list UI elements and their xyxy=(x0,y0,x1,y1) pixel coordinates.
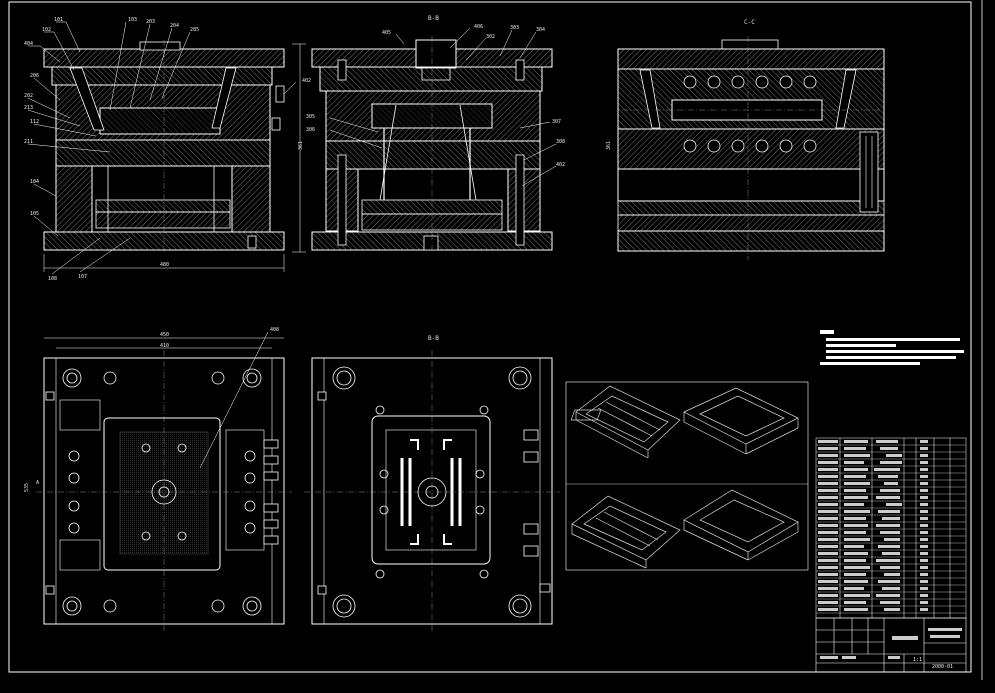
callout-leader-bottom xyxy=(199,331,269,469)
section-title-middle-top: B-B xyxy=(428,15,439,22)
callout-label: 213 xyxy=(24,105,33,111)
callout-label: 112 xyxy=(30,119,39,125)
drawing-frame xyxy=(8,1,972,673)
title-block xyxy=(815,617,967,673)
callout-label: 204 xyxy=(170,23,179,29)
plan-view-middle: B-B xyxy=(304,335,560,632)
section-view-right: C-C xyxy=(617,19,885,260)
parts-list-text xyxy=(818,440,928,611)
callout-labels-left: 101 102 103 203 204 205 404 206 402 202 … xyxy=(24,17,311,282)
callout-label: 211 xyxy=(24,139,33,145)
callout-label: 108 xyxy=(48,276,57,282)
callout-label: 405 xyxy=(382,30,391,36)
callout-label: 302 xyxy=(486,34,495,40)
iso-part-1 xyxy=(575,385,681,459)
callout-label: 103 xyxy=(128,17,137,23)
plan-view-left: 450 410 535 A xyxy=(24,332,292,632)
iso-part-4 xyxy=(683,489,799,561)
dim-top-width: 480 xyxy=(160,262,169,268)
technical-notes xyxy=(820,330,964,365)
section-view-middle: B-B xyxy=(311,15,553,252)
dim-top-right-height: 361 xyxy=(606,141,612,150)
plan-middle-fittings xyxy=(317,391,551,595)
callout-labels-middle: 405 406 302 303 304 305 306 307 308 402 xyxy=(306,24,565,168)
title-block-scale: 1:1 xyxy=(913,657,922,663)
plan-middle-bolts xyxy=(332,366,532,618)
callout-label: 102 xyxy=(42,27,51,33)
section-title-right-top: C-C xyxy=(744,19,755,26)
callout-label: 205 xyxy=(190,27,199,33)
callout-label: 303 xyxy=(510,25,519,31)
cooling-channels-top xyxy=(683,75,817,153)
dimension-lines-left xyxy=(43,43,306,272)
title-block-text xyxy=(820,628,962,659)
callout-label: 305 xyxy=(306,114,315,120)
callout-label: 404 xyxy=(24,41,33,47)
title-block-drawing-code: 2000-01 xyxy=(932,664,953,670)
dim-top-height: 361 xyxy=(298,141,304,150)
callout-label: 202 xyxy=(24,93,33,99)
callout-label: 306 xyxy=(306,127,315,133)
isometric-panel xyxy=(565,381,809,571)
callout-label: 408 xyxy=(270,327,279,333)
dim-plan-width-inner: 410 xyxy=(160,343,169,349)
section-title-middle-bottom: B-B xyxy=(428,335,439,342)
callout-label: 105 xyxy=(30,211,39,217)
callout-label: 402 xyxy=(556,162,565,168)
iso-part-2 xyxy=(570,387,799,455)
callout-label: 104 xyxy=(30,179,39,185)
callout-label: 101 xyxy=(54,17,63,23)
section-mark-a: A xyxy=(36,480,39,486)
callout-label: 308 xyxy=(556,139,565,145)
callout-label: 206 xyxy=(30,73,39,79)
section-view-left xyxy=(43,40,285,252)
parts-list-table xyxy=(815,437,967,619)
plan-left-water-fittings xyxy=(45,391,279,595)
callout-label: 402 xyxy=(302,78,311,84)
parts-list-rows xyxy=(816,444,966,614)
callout-label: 304 xyxy=(536,27,545,33)
callout-leaders-left xyxy=(27,21,297,275)
callout-label: 406 xyxy=(474,24,483,30)
callout-leaders-middle xyxy=(329,27,557,187)
plan-left-bolts xyxy=(62,368,262,616)
iso-part-3 xyxy=(571,495,681,569)
callout-label: 107 xyxy=(78,274,87,280)
callout-label: 203 xyxy=(146,19,155,25)
dim-plan-height: 535 xyxy=(24,483,30,492)
dim-plan-width-outer: 450 xyxy=(160,332,169,338)
callout-label: 307 xyxy=(552,119,561,125)
